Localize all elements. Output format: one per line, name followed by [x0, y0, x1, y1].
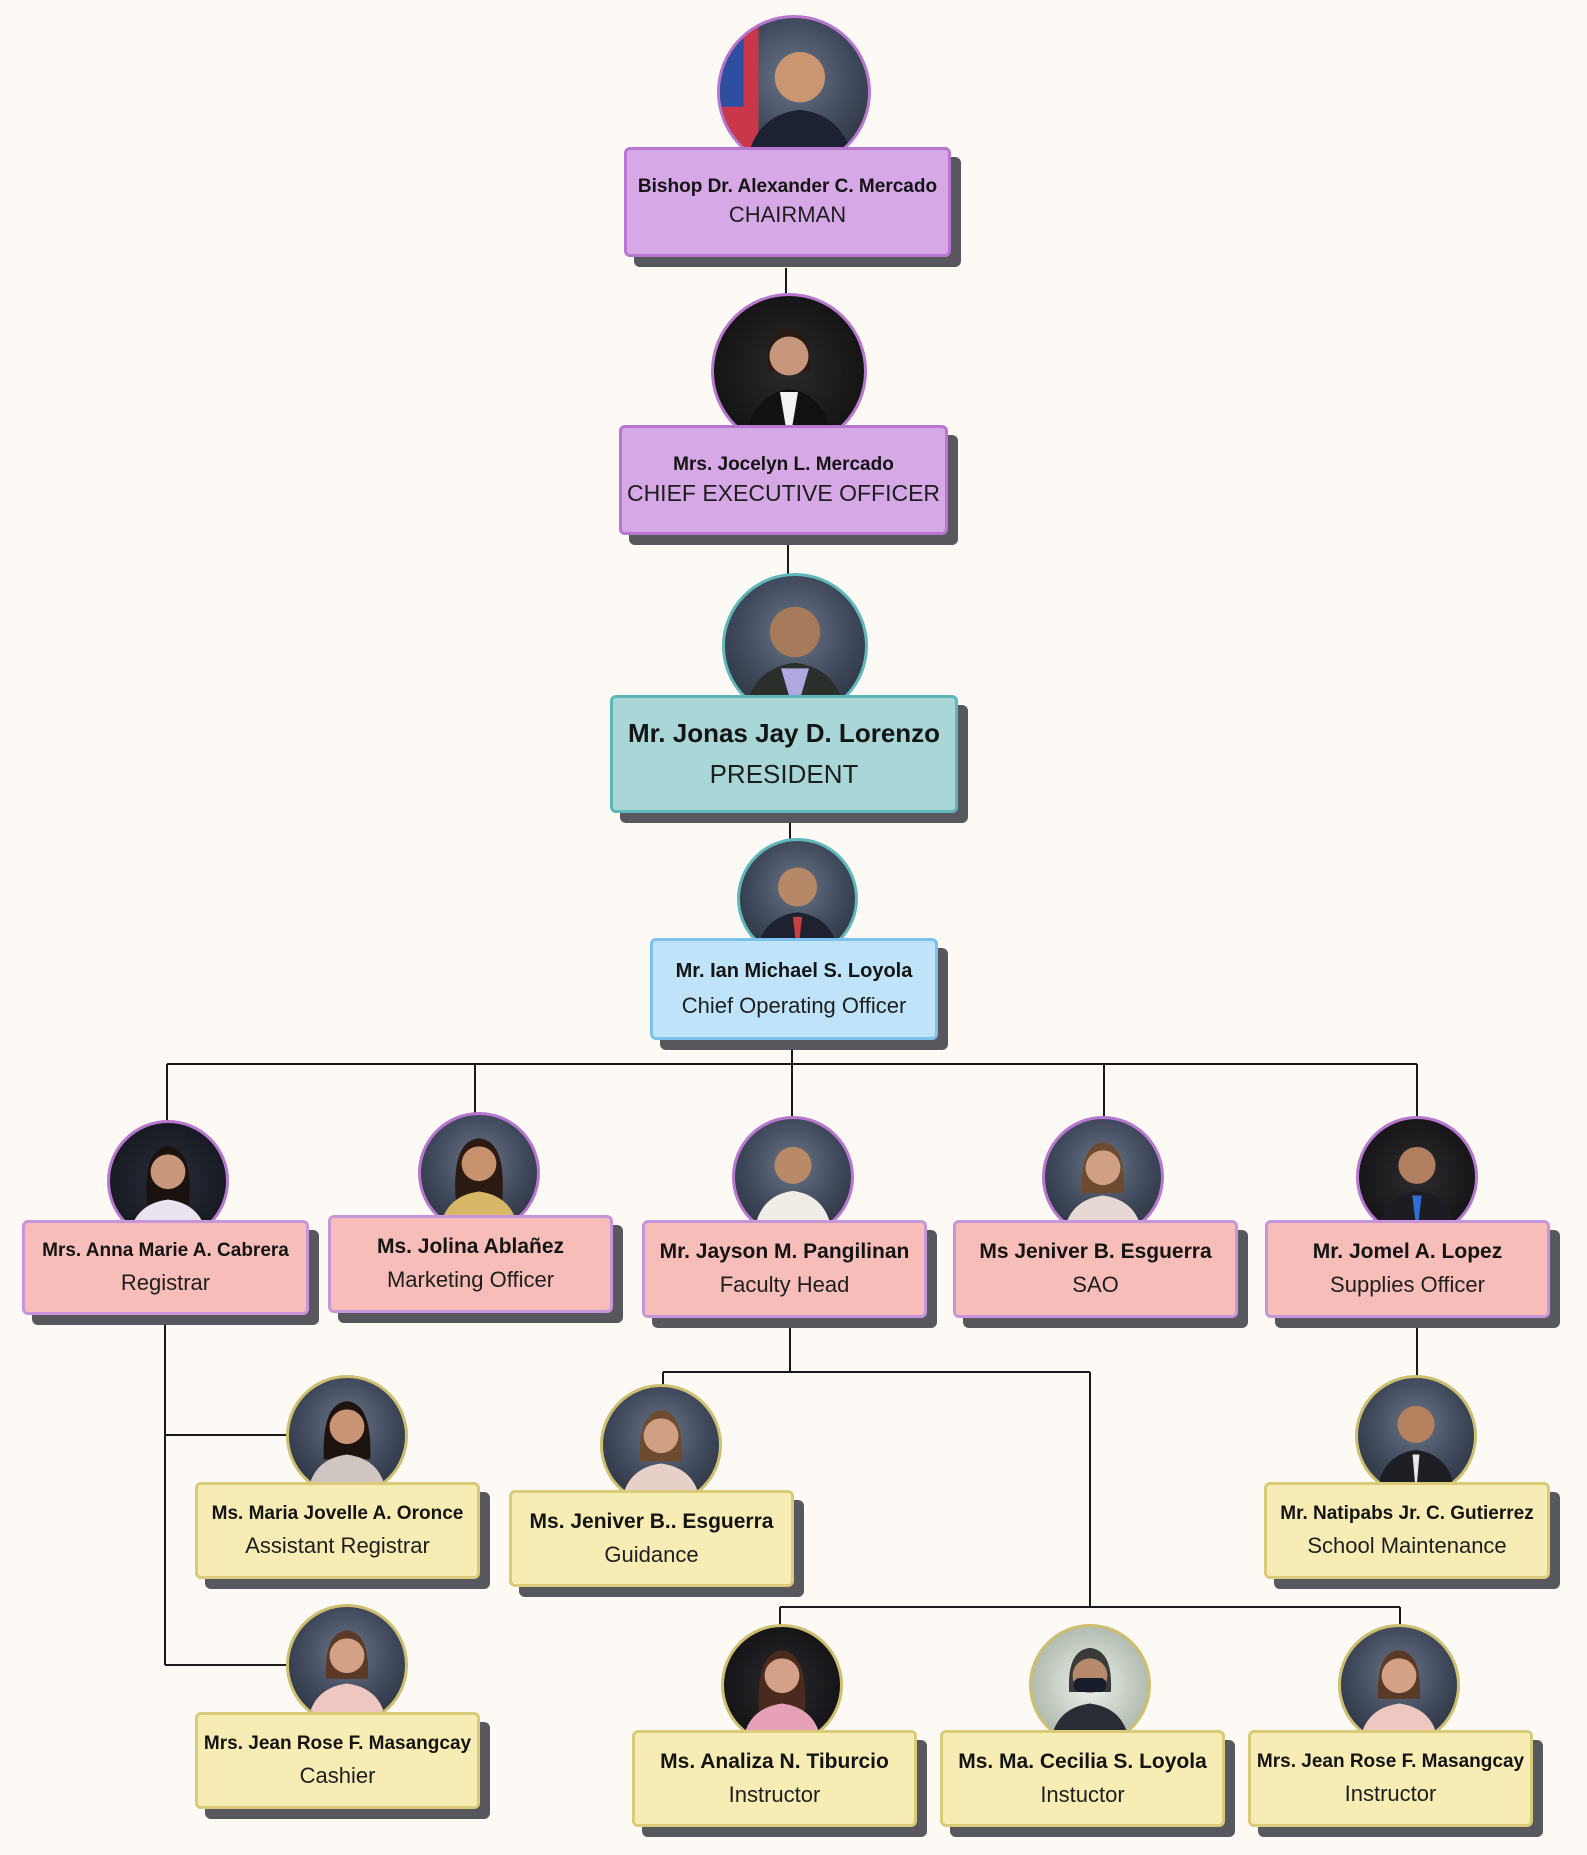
coo-card: Mr. Ian Michael S. Loyola Chief Operatin…: [650, 938, 938, 1040]
instructor-2-card: Ms. Ma. Cecilia S. Loyola Instuctor: [940, 1730, 1225, 1827]
instructor-3-card: Mrs. Jean Rose F. Masangcay Instructor: [1248, 1730, 1533, 1827]
node-name: Mr. Jayson M. Pangilinan: [659, 1240, 910, 1263]
portrait-icon: [753, 1146, 833, 1235]
node-role: Instructor: [1344, 1780, 1437, 1806]
node-name: Mrs. Anna Marie A. Cabrera: [42, 1239, 289, 1261]
edge-coo-departments: [166, 1040, 1418, 1124]
node-role: CHIEF EXECUTIVE OFFICER: [626, 479, 941, 506]
node-role: CHAIRMAN: [728, 202, 847, 227]
node-role: Chief Operating Officer: [681, 992, 907, 1018]
supplies-photo: [1356, 1116, 1478, 1238]
node-name: Ms Jeniver B. Esguerra: [979, 1240, 1212, 1263]
maintenance-photo: [1355, 1375, 1477, 1497]
portrait-icon: [1377, 1146, 1457, 1235]
supplies-card: Mr. Jomel A. Lopez Supplies Officer: [1265, 1220, 1550, 1318]
node-role: Cashier: [299, 1762, 376, 1788]
portrait-icon: [742, 1650, 822, 1743]
portrait-icon: [307, 1401, 387, 1494]
chairman-card: Bishop Dr. Alexander C. Mercado CHAIRMAN: [624, 147, 951, 257]
portrait-icon: [1376, 1405, 1456, 1494]
node-name: Bishop Dr. Alexander C. Mercado: [637, 176, 938, 197]
edge-registrar-staff: [164, 1322, 288, 1666]
portrait-icon: [307, 1630, 387, 1723]
node-name: Mr. Jonas Jay D. Lorenzo: [627, 718, 941, 748]
portrait-icon: [1063, 1142, 1143, 1235]
node-name: Ms. Maria Jovelle A. Oronce: [211, 1502, 464, 1524]
cashier-card: Mrs. Jean Rose F. Masangcay Cashier: [195, 1712, 480, 1809]
instructor-1-card: Ms. Analiza N. Tiburcio Instructor: [632, 1730, 917, 1827]
node-name: Mr. Natipabs Jr. C. Gutierrez: [1280, 1502, 1534, 1524]
node-name: Mrs. Jean Rose F. Masangcay: [203, 1732, 472, 1754]
node-role: Instructor: [728, 1781, 821, 1807]
portrait-icon: [1050, 1647, 1130, 1743]
node-name: Ms. Jeniver B.. Esguerra: [529, 1509, 774, 1533]
portrait-icon: [439, 1138, 519, 1231]
node-role: Marketing Officer: [386, 1267, 555, 1292]
registrar-card: Mrs. Anna Marie A. Cabrera Registrar: [22, 1220, 309, 1315]
node-role: Assistant Registrar: [245, 1532, 430, 1558]
node-role: PRESIDENT: [709, 759, 859, 789]
guidance-photo: [600, 1384, 722, 1506]
node-name: Mr. Jomel A. Lopez: [1312, 1240, 1503, 1263]
asst-registrar-photo: [286, 1375, 408, 1497]
ceo-photo: [711, 293, 867, 449]
instructor-3-photo: [1338, 1624, 1460, 1746]
chairman-photo: [717, 15, 871, 169]
node-role: SAO: [1072, 1272, 1119, 1297]
faculty-head-card: Mr. Jayson M. Pangilinan Faculty Head: [642, 1220, 927, 1318]
ceo-card: Mrs. Jocelyn L. Mercado CHIEF EXECUTIVE …: [619, 425, 948, 535]
guidance-card: Ms. Jeniver B.. Esguerra Guidance: [509, 1490, 794, 1587]
node-name: Ms. Jolina Ablañez: [376, 1235, 565, 1258]
maintenance-card: Mr. Natipabs Jr. C. Gutierrez School Mai…: [1264, 1482, 1550, 1579]
node-role: School Maintenance: [1307, 1532, 1507, 1558]
node-role: Supplies Officer: [1330, 1272, 1485, 1297]
edge-faculty-staff: [662, 1322, 1401, 1628]
node-role: Registrar: [120, 1269, 211, 1295]
instructor-1-photo: [721, 1624, 843, 1746]
node-role: Faculty Head: [719, 1272, 850, 1297]
instructor-2-photo: [1029, 1624, 1151, 1746]
portrait-icon: [744, 329, 834, 446]
portrait-icon: [720, 18, 854, 166]
portrait-icon: [1359, 1650, 1439, 1743]
marketing-card: Ms. Jolina Ablañez Marketing Officer: [328, 1215, 613, 1313]
node-name: Mr. Ian Michael S. Loyola: [675, 959, 913, 982]
president-card: Mr. Jonas Jay D. Lorenzo PRESIDENT: [610, 695, 958, 813]
cashier-photo: [286, 1604, 408, 1726]
node-role: Guidance: [604, 1541, 699, 1567]
sao-card: Ms Jeniver B. Esguerra SAO: [953, 1220, 1238, 1318]
node-name: Mrs. Jocelyn L. Mercado: [673, 453, 894, 475]
node-name: Ms. Analiza N. Tiburcio: [660, 1749, 889, 1773]
node-role: Instuctor: [1040, 1781, 1125, 1807]
portrait-icon: [621, 1410, 701, 1503]
node-name: Ms. Ma. Cecilia S. Loyola: [958, 1749, 1207, 1773]
node-name: Mrs. Jean Rose F. Masangcay: [1256, 1750, 1525, 1772]
asst-registrar-card: Ms. Maria Jovelle A. Oronce Assistant Re…: [195, 1482, 480, 1579]
